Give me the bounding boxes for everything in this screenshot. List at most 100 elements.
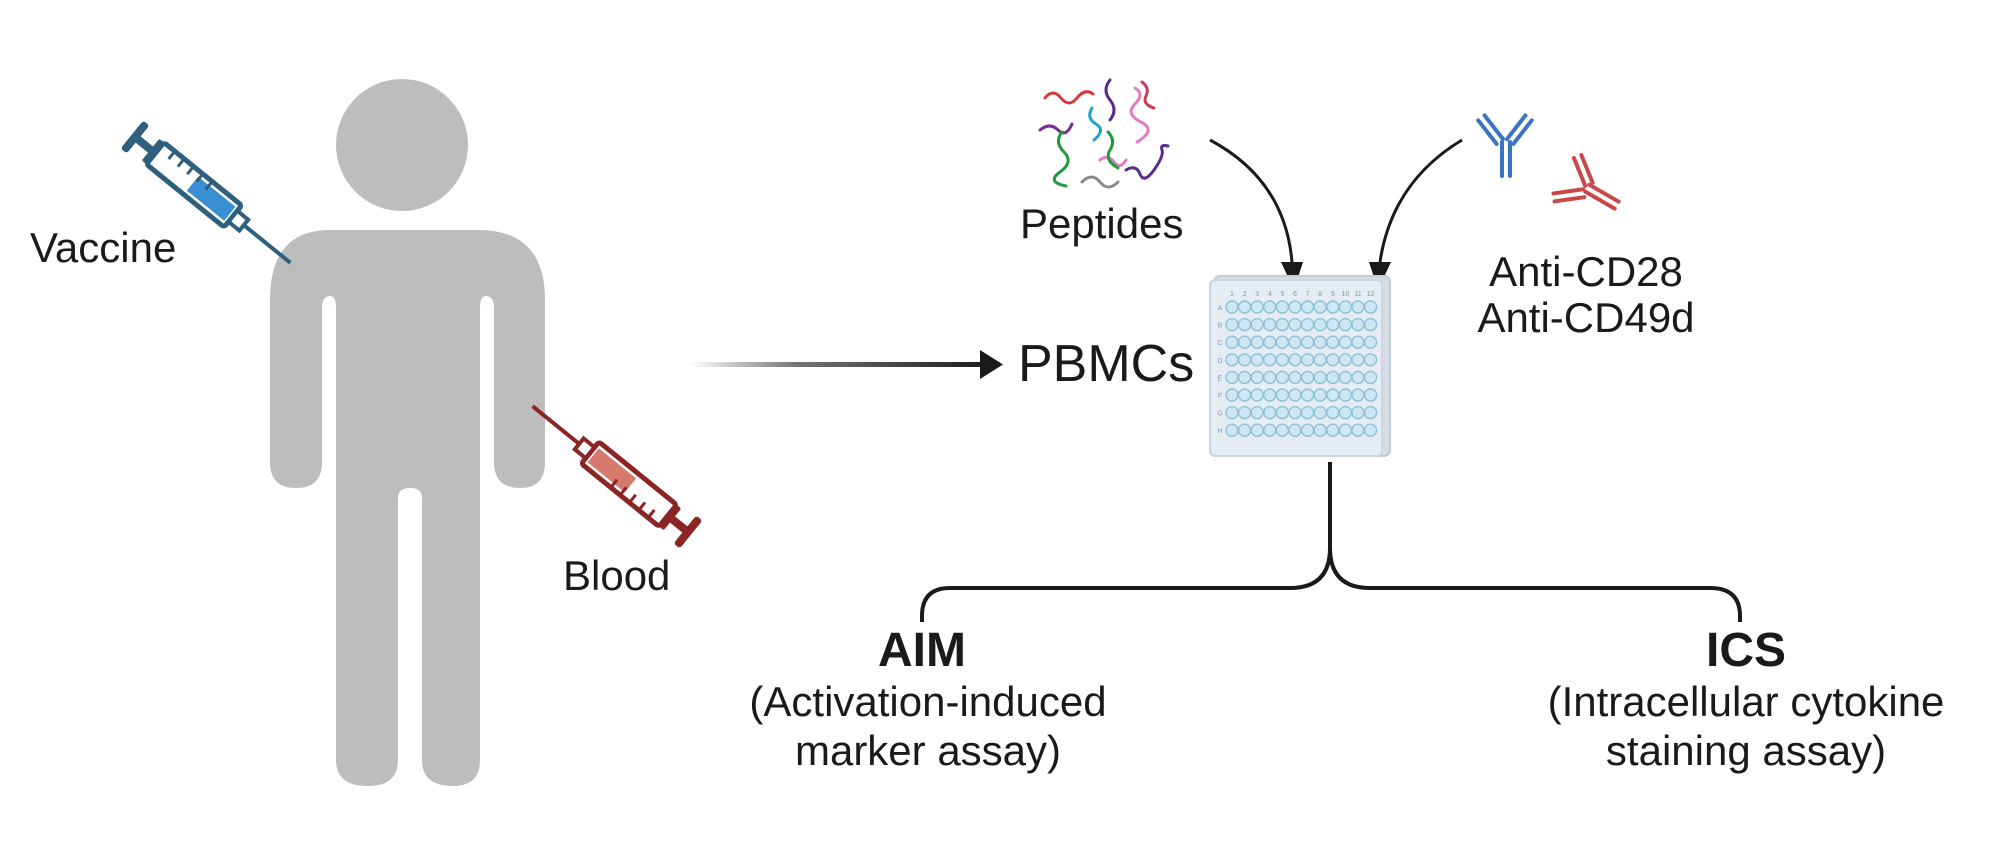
plate-well — [1225, 370, 1239, 385]
plate-row-label: F — [1218, 393, 1222, 400]
plate-well — [1300, 405, 1315, 420]
plate-column-label: 10 — [1342, 291, 1350, 298]
plate-well — [1300, 353, 1315, 367]
plate-well — [1225, 388, 1239, 402]
plate-well — [1275, 335, 1290, 349]
aim-line2: marker assay) — [795, 727, 1061, 774]
plate-well — [1351, 405, 1365, 420]
plate-column-label: 6 — [1293, 291, 1297, 298]
plate-well — [1250, 388, 1264, 402]
plate-column-label: 1 — [1230, 291, 1234, 298]
plate-well — [1263, 370, 1277, 385]
plate-well — [1351, 300, 1365, 314]
plate-well — [1313, 335, 1327, 349]
plate-well — [1288, 335, 1302, 349]
plate-well — [1313, 388, 1327, 402]
plate-column-label: 11 — [1354, 291, 1361, 298]
plate-well — [1275, 405, 1290, 420]
plate-well — [1237, 335, 1252, 349]
plate-row-label: E — [1218, 375, 1223, 382]
plate-row-label: C — [1217, 340, 1222, 347]
plate-well — [1326, 388, 1340, 402]
plate-well — [1363, 300, 1378, 314]
ics-title: ICS — [1706, 624, 1786, 677]
plate-well — [1288, 300, 1302, 314]
plate-well — [1250, 370, 1264, 385]
antibody-blue-icon — [1476, 113, 1534, 178]
ics-line1: (Intracellular cytokine — [1548, 678, 1945, 725]
plate-well — [1326, 353, 1340, 367]
plate-well — [1237, 353, 1252, 367]
plate-well — [1263, 317, 1277, 332]
plate-well — [1351, 335, 1365, 349]
plate-well — [1250, 405, 1264, 420]
plate-well — [1326, 317, 1340, 332]
peptides-arrow — [1209, 138, 1303, 290]
plate-well — [1225, 405, 1239, 420]
plate-row-label: D — [1217, 358, 1222, 365]
plate-well — [1313, 423, 1327, 437]
plate-well — [1313, 353, 1327, 367]
plate-well — [1363, 423, 1378, 437]
plate-well — [1237, 405, 1252, 420]
plate-well — [1300, 300, 1315, 314]
antibody-red-icon — [1551, 152, 1621, 211]
plate-well — [1326, 335, 1340, 349]
plate-column-label: 5 — [1280, 291, 1284, 298]
plate-well — [1300, 423, 1315, 437]
plate-well — [1275, 300, 1290, 314]
plate-well — [1351, 370, 1365, 385]
antibodies-arrow — [1369, 138, 1463, 290]
plate-column-label: 9 — [1331, 291, 1335, 298]
plate-column-label: 4 — [1268, 291, 1272, 298]
plate-well — [1338, 388, 1353, 402]
plate-well — [1225, 335, 1239, 349]
plate-well — [1263, 353, 1277, 367]
plate-well — [1225, 353, 1239, 367]
plate-well — [1363, 405, 1378, 420]
plate-column-label: 12 — [1367, 291, 1375, 298]
plate-well — [1288, 317, 1302, 332]
plate-row-label: H — [1217, 428, 1222, 435]
plate-well — [1275, 353, 1290, 367]
anti-cd28-label: Anti-CD28 — [1489, 248, 1683, 295]
plate-well — [1263, 388, 1277, 402]
plate-well — [1363, 335, 1378, 349]
plate-well — [1288, 423, 1302, 437]
plate-well — [1338, 317, 1353, 332]
plate-well — [1288, 405, 1302, 420]
blood-label: Blood — [563, 552, 670, 599]
plate-well — [1250, 335, 1264, 349]
plate-well — [1313, 300, 1327, 314]
person-silhouette-icon — [270, 79, 545, 786]
plate-well — [1338, 405, 1353, 420]
plate-well — [1263, 405, 1277, 420]
plate-column-label: 7 — [1306, 291, 1310, 298]
plate-well — [1225, 317, 1239, 332]
aim-line1: (Activation-induced — [749, 678, 1106, 725]
vaccine-label: Vaccine — [30, 224, 176, 271]
plate-well — [1338, 335, 1353, 349]
plate-well — [1363, 388, 1378, 402]
plate-column-label: 8 — [1318, 291, 1322, 298]
plate-row-label: G — [1217, 411, 1222, 418]
plate-well — [1363, 353, 1378, 367]
plate-well — [1300, 317, 1315, 332]
plate-column-label: 2 — [1243, 291, 1247, 298]
plate-well — [1326, 423, 1340, 437]
plate-well — [1288, 388, 1302, 402]
branch-connector — [920, 462, 1742, 622]
aim-title: AIM — [878, 624, 966, 677]
plate-row-label: A — [1218, 305, 1223, 312]
plate-well — [1338, 423, 1353, 437]
plate-well — [1326, 300, 1340, 314]
plate-well — [1338, 353, 1353, 367]
plate-well — [1326, 370, 1340, 385]
plate-well — [1275, 423, 1290, 437]
plate-well — [1300, 335, 1315, 349]
plate-row-label: B — [1218, 323, 1223, 330]
plate-well — [1237, 370, 1252, 385]
plate-well — [1338, 370, 1353, 385]
